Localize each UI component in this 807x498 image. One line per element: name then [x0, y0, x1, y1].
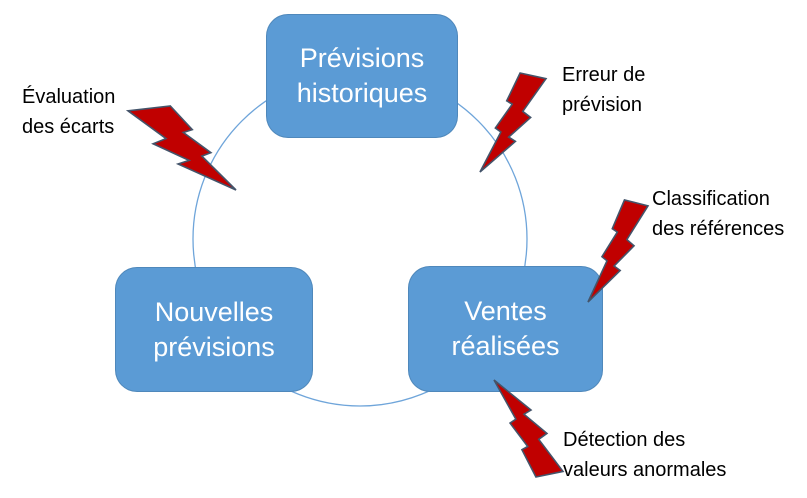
annotation-erreur-de-prevision: Erreur de prévision	[562, 60, 645, 120]
annotation-line: des écarts	[22, 116, 115, 138]
lightning-bolt-icon	[128, 106, 236, 190]
node-label: Prévisions historiques	[296, 43, 428, 108]
annotation-line: valeurs anormales	[563, 459, 727, 481]
node-nouvelles-previsions: Nouvelles prévisions	[115, 267, 313, 392]
node-label: Nouvelles prévisions	[153, 296, 275, 362]
annotation-line: prévision	[562, 94, 643, 116]
annotation-classification-des-references: Classification des références	[652, 184, 784, 244]
annotation-detection-des-valeurs-anormales: Détection des valeurs anormales	[563, 425, 726, 485]
node-label: Ventes réalisées	[451, 296, 560, 361]
annotation-line: Évaluation	[22, 86, 116, 108]
annotation-line: Classification	[652, 188, 770, 210]
annotation-evaluation-des-ecarts: Évaluation des écarts	[22, 82, 115, 142]
annotation-line: Erreur de	[562, 64, 646, 86]
annotation-line: des références	[652, 218, 785, 240]
annotation-line: Détection des	[563, 429, 686, 451]
node-ventes-realisees: Ventes réalisées	[408, 266, 603, 392]
lightning-bolt-icon	[480, 73, 546, 172]
lightning-bolt-icon	[494, 380, 563, 477]
node-previsions-historiques: Prévisions historiques	[266, 14, 458, 138]
